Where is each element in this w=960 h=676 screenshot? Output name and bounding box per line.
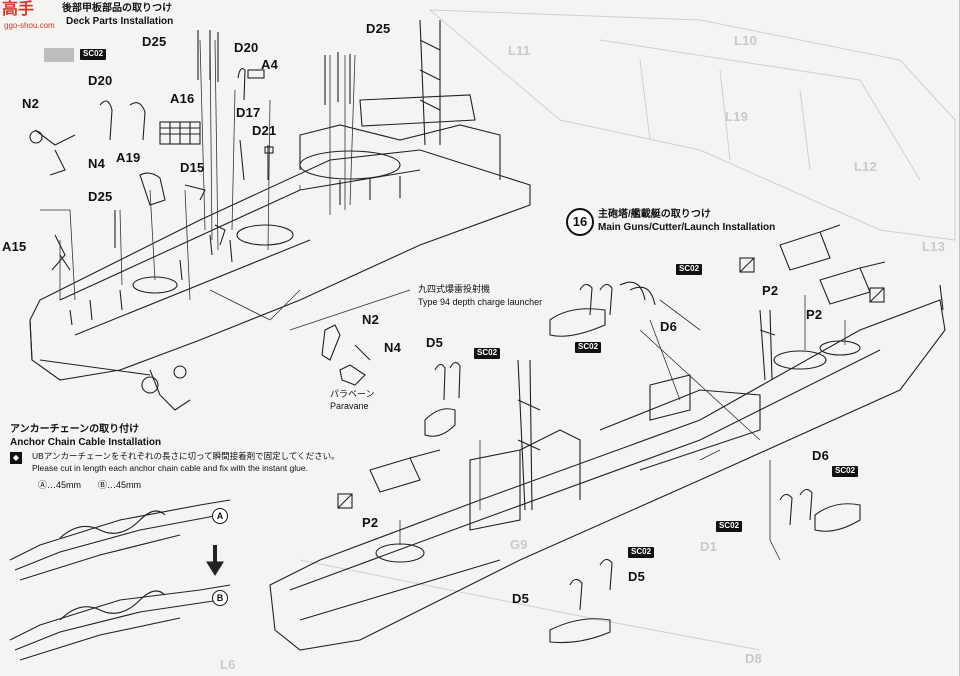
bg-label: L19 <box>725 109 749 124</box>
part-label-a16: A16 <box>170 91 195 106</box>
background-ship-outline <box>299 9 956 651</box>
bg-label: G9 <box>510 537 528 552</box>
bg-label: L11 <box>508 43 531 58</box>
part-label-d25: D25 <box>88 189 113 204</box>
part-label-n2: N2 <box>22 96 40 111</box>
chain-length-a: Ⓐ…45mm <box>38 480 82 490</box>
part-label-d6: D6 <box>812 448 830 463</box>
bg-label: L6 <box>220 657 236 672</box>
bg-label: L10 <box>734 33 758 48</box>
part-label-d6: D6 <box>660 319 678 334</box>
part-label-p2: P2 <box>762 283 779 298</box>
anchor-title-jp: アンカーチェーンの取り付け <box>10 424 140 435</box>
part-label-d21: D21 <box>252 123 277 138</box>
depth-charge-caption-jp: 九四式爆雷投射機 <box>418 284 491 294</box>
bg-label: L13 <box>922 239 946 254</box>
watermark-logo: 高手 <box>2 1 35 18</box>
sc02-badge: SC02 <box>716 521 743 532</box>
part-label-p2: P2 <box>362 515 379 530</box>
depth-charge-caption-en: Type 94 depth charge launcher <box>418 297 543 307</box>
stern-parts <box>29 30 351 271</box>
step16-title-jp: 主砲塔/艦載艇の取りつけ <box>598 209 711 220</box>
part-label-d20: D20 <box>234 40 259 55</box>
part-label-d20: D20 <box>88 73 113 88</box>
part-label-a15: A15 <box>2 239 27 254</box>
anchor-note-jp: UBアンカーチェーンをそれぞれの長さに切って瞬間接着剤で固定してください。 <box>32 451 340 461</box>
anchor-note-en: Please cut in length each anchor chain c… <box>32 463 308 473</box>
paravane-caption-en: Paravane <box>330 401 369 411</box>
part-label-d5: D5 <box>628 569 646 584</box>
part-label-d15: D15 <box>180 160 205 175</box>
part-label-d17: D17 <box>236 105 261 120</box>
part-label-a19: A19 <box>116 150 141 165</box>
deck-title-en: Deck Parts Installation <box>66 16 174 27</box>
part-label-p2: P2 <box>806 307 823 322</box>
main-ship-hull <box>269 224 946 651</box>
main-leader-lines <box>399 295 846 561</box>
part-label-n4: N4 <box>384 340 402 355</box>
bg-label: D1 <box>700 539 718 554</box>
sc02-badge: SC02 <box>80 49 107 60</box>
part-label-n4: N4 <box>88 156 106 171</box>
sc02-badge: SC02 <box>832 466 859 477</box>
bg-label: D8 <box>745 651 763 666</box>
bg-label: L12 <box>854 159 878 174</box>
sc02-badge: SC02 <box>575 342 602 353</box>
anchor-chain-details <box>9 499 231 661</box>
callout-a: A <box>212 508 228 524</box>
part-label-n2: N2 <box>362 312 380 327</box>
step16-title-en: Main Guns/Cutter/Launch Installation <box>598 222 776 233</box>
no-glue-icons <box>337 257 885 509</box>
part-label-d5: D5 <box>426 335 444 350</box>
part-label-a4: A4 <box>261 57 279 72</box>
deck-title-jp: 後部甲板部品の取りつけ <box>62 3 173 14</box>
sc02-badge: SC02 <box>676 264 703 275</box>
paravane-caption-jp: パラベーン <box>330 389 375 399</box>
anchor-title-en: Anchor Chain Cable Installation <box>10 437 162 448</box>
part-label-d5: D5 <box>512 591 530 606</box>
info-icon: ◆ <box>10 452 22 464</box>
part-label-d25: D25 <box>366 21 391 36</box>
paravane-parts <box>321 324 371 386</box>
watermark-site: ggo-shou.com <box>4 21 55 30</box>
chain-length-b: Ⓑ…45mm <box>98 480 142 490</box>
callout-b: B <box>212 590 228 606</box>
sc02-badge: SC02 <box>474 348 501 359</box>
paint-swatch <box>44 48 74 62</box>
step-number-16: 16 <box>566 208 594 236</box>
part-label-d25: D25 <box>142 34 167 49</box>
sc02-badge: SC02 <box>628 547 655 558</box>
